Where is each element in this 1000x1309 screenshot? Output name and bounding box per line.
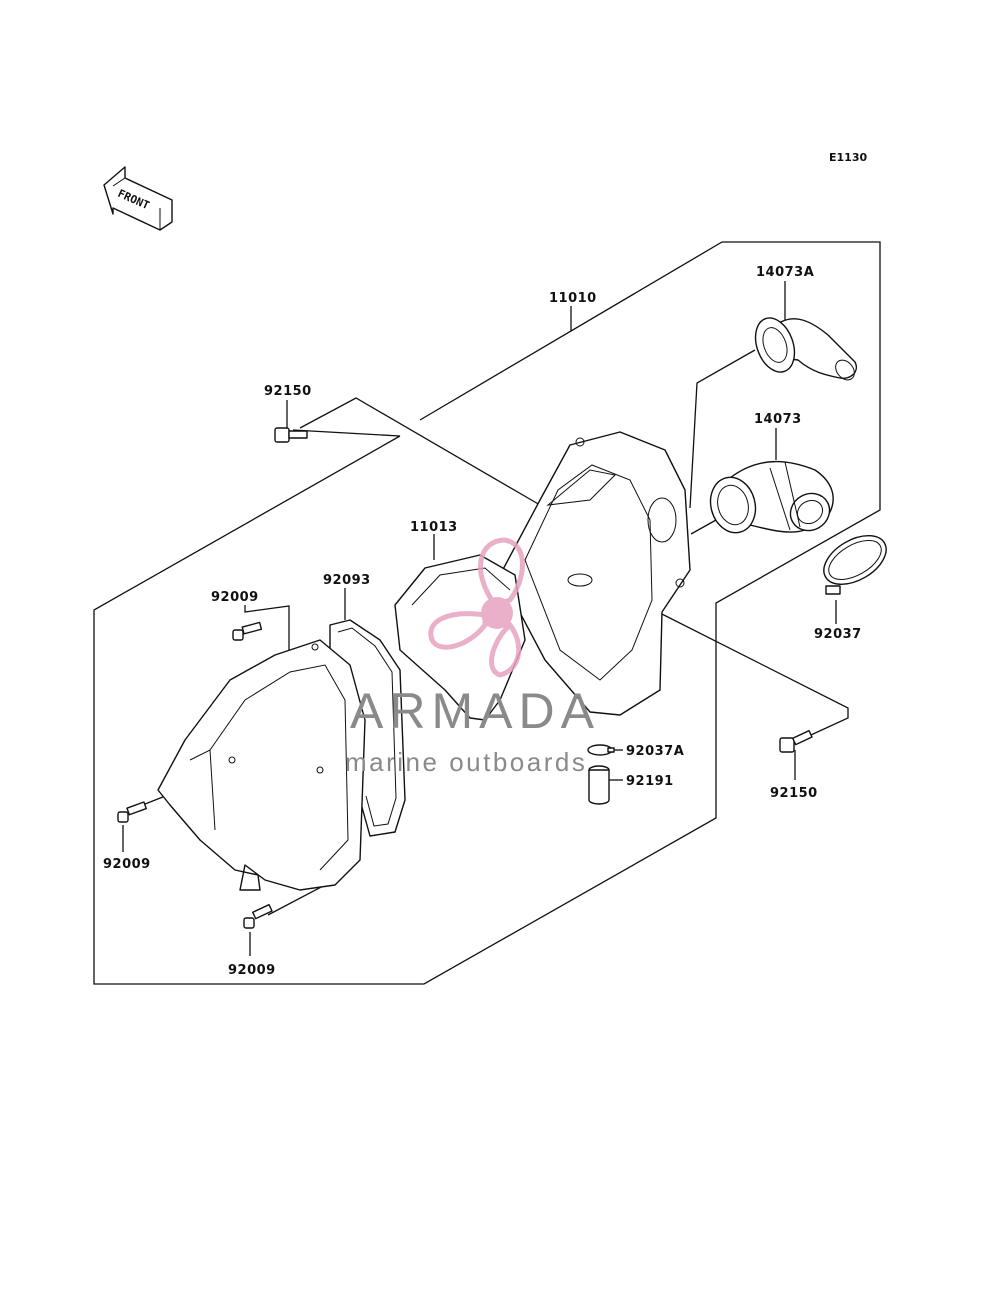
air-cleaner-case-11010 [499, 431, 691, 716]
intake-duct-14073 [709, 460, 834, 534]
part-label-92009-left: 92009 [103, 857, 151, 872]
bolt-92009-left [117, 801, 147, 823]
part-label-92009-top: 92009 [211, 590, 259, 605]
part-label-92191: 92191 [626, 774, 674, 789]
assembly-outline [93, 241, 881, 985]
part-label-92009-bottom: 92009 [228, 963, 276, 978]
reference-code: E1130 [829, 151, 867, 164]
part-label-92093: 92093 [323, 573, 371, 588]
part-label-11013: 11013 [410, 520, 458, 535]
watermark-title: ARMADA [350, 683, 600, 739]
bolt-92009-bottom [243, 903, 273, 929]
hose-clamp-92037 [823, 535, 887, 595]
bolt-92009-top [232, 621, 263, 641]
leader-lines [122, 281, 849, 956]
bolt-92150-top [274, 427, 308, 443]
watermark-subtitle: marine outboards [345, 747, 587, 777]
propeller-logo-icon [428, 537, 525, 678]
air-cleaner-cover [157, 639, 366, 891]
part-label-14073: 14073 [754, 412, 802, 427]
clip-92037a [587, 744, 615, 756]
drain-tube-92191 [588, 765, 610, 805]
armada-watermark: ARMADA marine outboards [345, 537, 600, 777]
bolt-92150-right [779, 729, 813, 753]
part-label-92150-right: 92150 [770, 786, 818, 801]
part-label-92037a: 92037A [626, 744, 684, 759]
part-label-92150-top: 92150 [264, 384, 312, 399]
part-label-11010: 11010 [549, 291, 597, 306]
filter-element-11013 [394, 554, 526, 721]
part-label-92037: 92037 [814, 627, 862, 642]
part-label-14073a: 14073A [756, 265, 814, 280]
front-direction-arrow: FRONT [103, 166, 173, 231]
elbow-duct-14073a [754, 317, 857, 381]
